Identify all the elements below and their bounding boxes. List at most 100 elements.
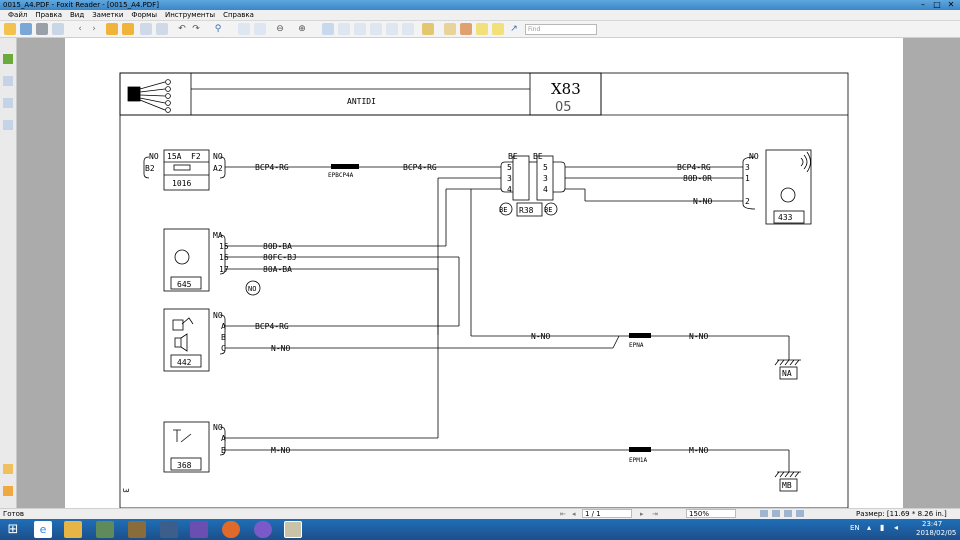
explorer-icon[interactable]	[64, 521, 82, 538]
c433-pin-3: 3	[745, 163, 750, 172]
minimize-icon[interactable]: –	[921, 0, 925, 9]
viber-icon[interactable]	[254, 521, 272, 538]
tray-arrow-icon[interactable]: ▴	[867, 523, 872, 532]
clock-time[interactable]: 23:47	[922, 520, 943, 528]
find-placeholder: Find	[528, 26, 541, 33]
fit-width-icon[interactable]	[254, 23, 266, 35]
highlight-icon[interactable]	[402, 23, 414, 35]
code-title: X83	[551, 80, 581, 98]
facing-icon[interactable]	[784, 510, 792, 517]
pdf-page[interactable]: ANTIDI X83 05 NO B2 15A F2 1016 NO A2 BC…	[65, 38, 903, 508]
r38-left-pin-3: 3	[507, 174, 512, 183]
signatures-icon[interactable]	[3, 486, 13, 496]
c645-pin-17: 17	[219, 265, 229, 274]
zoom-out-icon[interactable]: ⊖	[276, 24, 284, 34]
menu-edit[interactable]: Правка	[35, 11, 62, 19]
comments-panel-icon[interactable]	[3, 120, 13, 130]
attachments-panel-icon[interactable]	[3, 464, 13, 474]
pencil-icon[interactable]	[422, 23, 434, 35]
snapshot-icon[interactable]	[338, 23, 350, 35]
c433-id: 433	[778, 213, 793, 222]
back-icon[interactable]: ‹	[78, 24, 82, 34]
layers-icon[interactable]	[3, 98, 13, 108]
c1016-pin-out: A2	[213, 164, 223, 173]
forward-icon[interactable]: ›	[92, 24, 96, 34]
continuous-icon[interactable]	[772, 510, 780, 517]
previous-view-icon[interactable]	[106, 23, 118, 35]
zoom-in-icon[interactable]: ⊕	[298, 24, 306, 34]
splice-epbcp4a-mark	[331, 164, 359, 169]
first-page-icon[interactable]: ⇤	[560, 510, 566, 518]
zoom-select[interactable]: 150%	[686, 509, 736, 518]
taskbar: ⊞ e EN ▴ ▮ ◂ 23:47 2018/02/05	[0, 519, 960, 540]
page-size: Размер: [11.69 * 8.26 in.]	[856, 510, 947, 518]
foxit-icon[interactable]	[284, 521, 302, 538]
text-select-icon[interactable]	[354, 23, 366, 35]
c442-conn: NO	[213, 311, 223, 320]
close-icon[interactable]: ✕	[947, 0, 955, 9]
pages-icon[interactable]	[3, 76, 13, 86]
undo-icon[interactable]: ↶	[178, 24, 186, 34]
c645-pin-15: 15	[219, 242, 229, 251]
comment-icon[interactable]	[492, 23, 504, 35]
wire-13-label: M-NO	[271, 446, 290, 455]
navigation-panel	[0, 38, 17, 508]
computer-icon[interactable]	[96, 521, 114, 538]
c1016-conn-in: NO	[149, 152, 159, 161]
typewriter-icon[interactable]	[370, 23, 382, 35]
header-title: ANTIDI	[347, 97, 376, 106]
c645-badge: NO	[248, 285, 256, 293]
ie-icon[interactable]: e	[34, 521, 52, 538]
find-input[interactable]: Find	[525, 24, 597, 35]
menu-help[interactable]: Справка	[223, 11, 254, 19]
document-viewer[interactable]: ANTIDI X83 05 NO B2 15A F2 1016 NO A2 BC…	[17, 38, 960, 508]
menu-file[interactable]: Файл	[8, 11, 28, 19]
select-icon[interactable]	[156, 23, 168, 35]
image-icon[interactable]	[386, 23, 398, 35]
monitor-icon[interactable]	[160, 521, 178, 538]
cont-facing-icon[interactable]	[796, 510, 804, 517]
next-view-icon[interactable]	[122, 23, 134, 35]
last-page-icon[interactable]: ⇥	[652, 510, 658, 518]
volume-icon[interactable]: ◂	[894, 523, 899, 532]
next-page-icon[interactable]: ▸	[640, 510, 644, 518]
fit-page-icon[interactable]	[238, 23, 250, 35]
bookmarks-icon[interactable]	[3, 54, 13, 64]
hand-tool-icon[interactable]	[322, 23, 334, 35]
zoom-icon[interactable]: ⚲	[214, 24, 222, 34]
clock-date[interactable]: 2018/02/05	[916, 529, 957, 537]
note-icon[interactable]	[476, 23, 488, 35]
firefox-icon[interactable]	[222, 521, 240, 538]
app-icon[interactable]	[128, 521, 146, 538]
wire-6-label: 80D-BA	[263, 242, 292, 251]
menu-view[interactable]: Вид	[69, 11, 85, 19]
menu-comments[interactable]: Заметки	[92, 11, 124, 19]
c368-id: 368	[177, 461, 192, 470]
print-icon[interactable]	[36, 23, 48, 35]
language-indicator[interactable]: EN	[850, 524, 860, 532]
link-icon[interactable]: ↗	[510, 24, 518, 34]
wire-8-label: 80A-BA	[263, 265, 292, 274]
page-number-field[interactable]: 1 / 1	[582, 509, 632, 518]
attachment-icon[interactable]	[460, 23, 472, 35]
prev-page-icon[interactable]: ◂	[572, 510, 576, 518]
c442-pin-b: B	[221, 333, 226, 342]
save-icon[interactable]	[20, 23, 32, 35]
stamp-icon[interactable]	[444, 23, 456, 35]
r38-left-tag: BE	[508, 152, 518, 161]
single-page-icon[interactable]	[760, 510, 768, 517]
maximize-icon[interactable]: □	[933, 0, 941, 9]
start-icon[interactable]: ⊞	[7, 522, 19, 537]
rotate-icon[interactable]	[140, 23, 152, 35]
open-folder-icon[interactable]	[4, 23, 16, 35]
menu-tools[interactable]: Инструменты	[164, 11, 216, 19]
menu-forms[interactable]: Формы	[131, 11, 157, 19]
network-icon[interactable]: ▮	[880, 523, 885, 532]
status-bar: Готов ⇤ ◂ 1 / 1 ▸ ⇥ 150% Размер: [11.69 …	[0, 508, 960, 519]
splice-epm1a-label: EPM1A	[629, 457, 647, 464]
splice-epm1a-mark	[629, 447, 651, 452]
floppy-icon[interactable]	[190, 521, 208, 538]
c433-pin-1: 1	[745, 174, 750, 183]
redo-icon[interactable]: ↷	[192, 24, 200, 34]
email-icon[interactable]	[52, 23, 64, 35]
